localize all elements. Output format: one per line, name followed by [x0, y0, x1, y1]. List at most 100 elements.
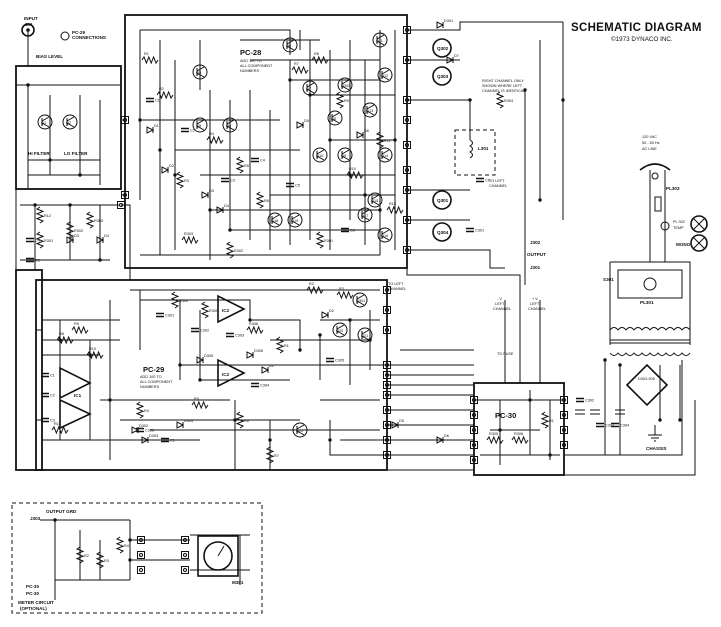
transistor-label: Q11 [376, 39, 383, 43]
capacitor-symbol [466, 227, 474, 233]
diode-symbol [246, 351, 255, 359]
junction-dot [498, 428, 502, 432]
pc28-note-3: NUMBERS [240, 69, 259, 73]
transistor-leads [226, 119, 235, 131]
terminal-hole [385, 328, 389, 332]
transistor-body [377, 67, 393, 83]
s301-label: S301 [603, 277, 614, 282]
junction-dot [173, 173, 177, 177]
transistor-body [282, 37, 298, 53]
diode-label: D3 [74, 234, 79, 238]
l301-label: L301 [478, 146, 489, 151]
resistor-symbol [311, 55, 329, 65]
j301-label: J301 [530, 265, 541, 270]
terminal-hole [385, 308, 389, 312]
to-fuse-label: TO FUSE [497, 352, 514, 356]
terminal-hole [385, 408, 389, 412]
terminal-hole [472, 458, 476, 462]
pc29-board-name: PC-29 [143, 365, 164, 374]
transistor-body [337, 147, 353, 163]
terminal-pad [470, 456, 478, 464]
terminal-pad [383, 451, 391, 459]
meter-circuit-frame [11, 502, 263, 614]
terminal-pad [383, 306, 391, 314]
capacitor-symbol [251, 382, 259, 388]
transistor-symbol: Q13 [362, 102, 378, 118]
resistor-label: R305 [209, 309, 218, 313]
junction-dot [393, 138, 397, 142]
junction-dot [561, 98, 565, 102]
junction-dot [288, 78, 292, 82]
terminal-pad [383, 286, 391, 294]
junction-dot [468, 98, 472, 102]
capacitor-symbol [226, 332, 234, 338]
terminal-hole [405, 58, 409, 62]
diode-label: D302 [139, 424, 148, 428]
terminal-pad [560, 396, 568, 404]
junction-dot [328, 138, 332, 142]
capacitor-label: C303 [235, 334, 244, 338]
bridge-label: D303-306 [638, 377, 655, 381]
transistor-symbol: Q9 [337, 147, 353, 163]
terminal-pad [383, 406, 391, 414]
terminal-pad [403, 216, 411, 224]
resistor-label: R2 [159, 87, 164, 91]
resistor-label: R2 [84, 554, 89, 558]
junction-dot [158, 148, 162, 152]
transistor-label: Q22 [296, 429, 303, 433]
transistor-leads [306, 82, 315, 94]
transistor-body [372, 32, 388, 48]
hi-filter-label: HI FILTER [28, 151, 50, 156]
resistor-symbol [135, 401, 145, 419]
transistor-symbol: Q12 [377, 67, 393, 83]
meter-circuit-1: METER CIRCUIT [18, 600, 54, 605]
transistor-label: Q20 [336, 329, 343, 333]
bias-level-label: BIAS LEVEL [36, 54, 63, 59]
lo-filter-label: LO FILTER [64, 151, 88, 156]
diagram-title: SCHEMATIC DIAGRAM [571, 22, 702, 34]
resistor-label: R9 [344, 99, 349, 103]
diode-label: D5 [304, 119, 309, 123]
terminal-hole [123, 193, 127, 197]
ic2-opamp-lower: IC2 [217, 358, 246, 388]
resistor-label: R305 [489, 432, 498, 436]
resistor-label: R6 [244, 419, 249, 423]
terminal-square [181, 536, 189, 544]
diode-label: D306 [254, 349, 263, 353]
resistors-layer: R1R2R3R4R5R6R7R8R9R10R11R12R301R302R303R… [35, 52, 554, 569]
terminal-hole [385, 383, 389, 387]
pos-left-2: LEFT [530, 302, 540, 306]
transistor-symbol: Q14 [377, 147, 393, 163]
pos-left-3: CHANNEL [528, 307, 546, 311]
terminal-square [383, 436, 391, 444]
terminals-layer [117, 26, 568, 574]
pc28-note-1: ADD 100 TO [240, 59, 262, 63]
transistor-body [357, 327, 373, 343]
transistor-symbol: Q16 [377, 227, 393, 243]
capacitor-symbol [136, 427, 144, 433]
terminal-pad [383, 421, 391, 429]
resistor-label: R5 [244, 164, 249, 168]
resistor-label: R10 [89, 347, 96, 351]
terminal-hole [385, 438, 389, 442]
transistor-body [192, 64, 208, 80]
terminal-square [137, 566, 145, 574]
capacitor-symbol [41, 372, 49, 378]
terminal-pad [121, 191, 129, 199]
capacitor-symbol [181, 127, 189, 133]
capacitors-layer: C1C2C3C4C5C6C301C302C303C304C305C1C2C3C4… [26, 97, 629, 443]
resistor-symbol [200, 301, 210, 319]
capacitor-label: C6 [485, 179, 490, 183]
terminal-hole [385, 453, 389, 457]
terminal-hole [183, 553, 187, 557]
transistor-body [377, 147, 393, 163]
terminal-square [383, 361, 391, 369]
terminal-square [181, 551, 189, 559]
diode-symbol [436, 436, 445, 444]
resistor-label: R303 [94, 219, 103, 223]
terminal-hole [139, 538, 143, 542]
junction-dot [48, 158, 52, 162]
output-label: OUTPUT [527, 252, 546, 257]
resistor-label: R304 [504, 99, 513, 103]
junction-dot [348, 318, 352, 322]
